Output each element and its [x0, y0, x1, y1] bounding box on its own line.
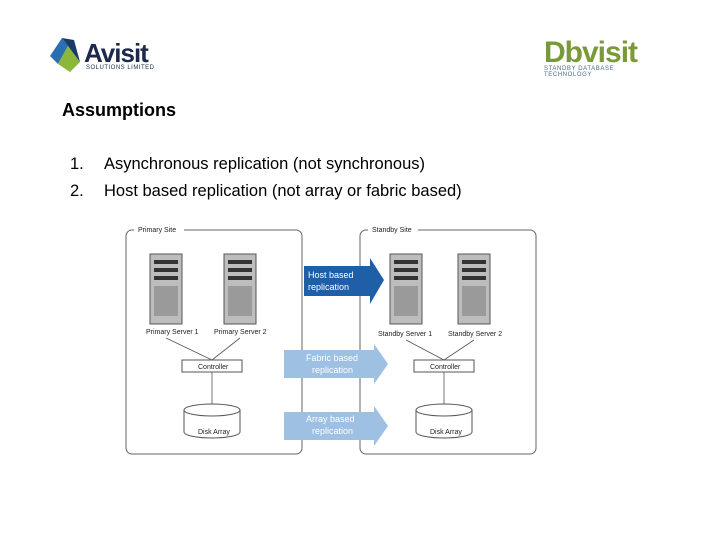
- standby-server-2: [457, 253, 491, 325]
- standby-disk-array: [415, 403, 473, 439]
- fabric-based-arrow: Fabric based replication: [284, 344, 388, 384]
- arrow-line2: replication: [308, 282, 349, 292]
- arrow-line2: replication: [312, 426, 353, 436]
- avisit-logo: Avisit SOLUTIONS LIMITED: [48, 34, 168, 76]
- server-label: Standby Server 1: [378, 331, 432, 338]
- standby-controller: [413, 359, 475, 373]
- primary-server-2: [223, 253, 257, 325]
- avisit-logo-mark-icon: [50, 38, 80, 72]
- list-item-number: 2.: [70, 182, 84, 200]
- disk-array-label: Disk Array: [430, 429, 462, 436]
- list-item-number: 1.: [70, 155, 84, 173]
- list-item: 2. Host based replication (not array or f…: [70, 178, 462, 205]
- avisit-logo-name: Avisit: [84, 38, 149, 68]
- arrow-line1: Fabric based: [306, 353, 358, 363]
- primary-site-label: Primary Site: [138, 227, 176, 234]
- host-based-arrow: Host based replication: [304, 258, 384, 304]
- dbvisit-logo-name: Dbvisit: [544, 36, 638, 69]
- array-based-arrow: Array based replication: [284, 406, 388, 446]
- standby-server-1: [389, 253, 423, 325]
- list-item: 1. Asynchronous replication (not synchron…: [70, 151, 462, 178]
- arrow-line1: Array based: [306, 414, 355, 424]
- replication-diagram: Primary Site Standby Site Primary Server…: [125, 224, 537, 455]
- connector-lines: [165, 337, 475, 404]
- arrow-line2: replication: [312, 365, 353, 375]
- list-item-text: Asynchronous replication (not synchronou…: [104, 155, 426, 173]
- standby-site-label: Standby Site: [372, 227, 412, 234]
- avisit-logo-sub: SOLUTIONS LIMITED: [86, 65, 155, 71]
- standby-site-box: [359, 229, 537, 455]
- disk-array-label: Disk Array: [198, 429, 230, 436]
- primary-controller: [181, 359, 243, 373]
- controller-label: Controller: [198, 364, 229, 371]
- primary-site-box: [125, 229, 303, 455]
- primary-disk-array: [183, 403, 241, 439]
- assumption-list: 1. Asynchronous replication (not synchron…: [70, 151, 462, 205]
- server-label: Primary Server 1: [146, 329, 199, 336]
- arrow-line1: Host based: [308, 270, 354, 280]
- server-label: Standby Server 2: [448, 331, 502, 338]
- primary-server-1: [149, 253, 183, 325]
- slide-title: Assumptions: [62, 100, 177, 120]
- server-label: Primary Server 2: [214, 329, 267, 336]
- controller-label: Controller: [430, 364, 461, 371]
- list-item-text: Host based replication (not array or fab…: [104, 182, 462, 200]
- dbvisit-logo-sub: STANDBY DATABASE TECHNOLOGY: [544, 66, 615, 78]
- dbvisit-logo: Dbvisit STANDBY DATABASE TECHNOLOGY: [540, 36, 660, 78]
